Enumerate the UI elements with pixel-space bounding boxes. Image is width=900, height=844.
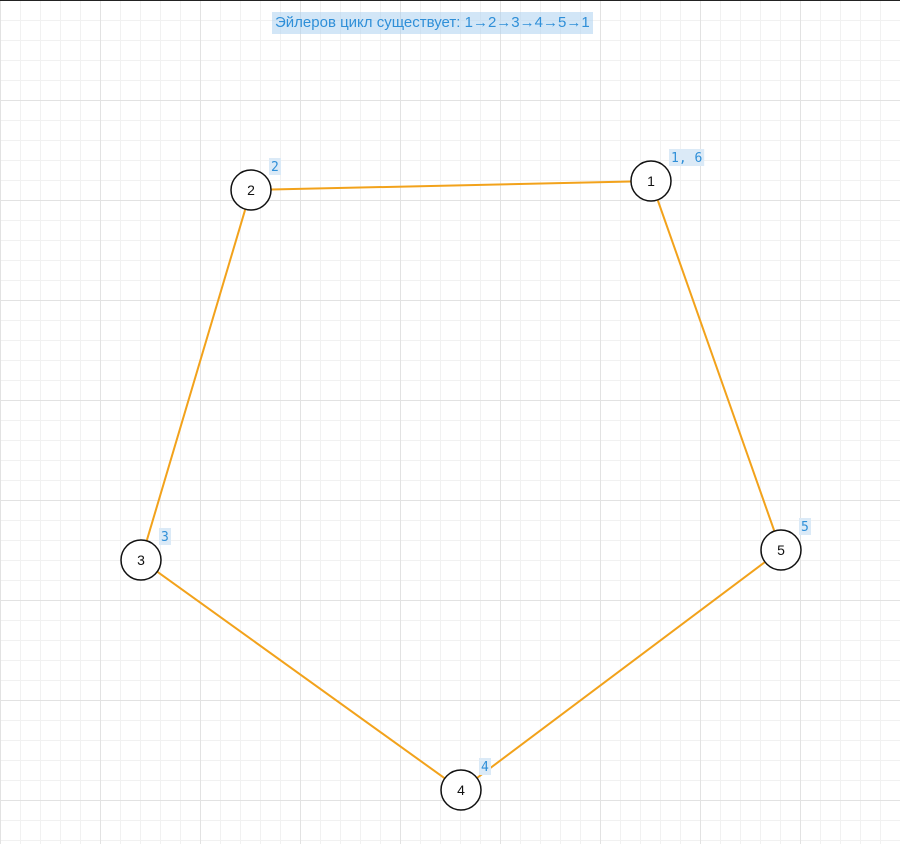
graph-node-2[interactable]: 2 [230,169,272,211]
euler-cycle-status-banner: Эйлеров цикл существует: 1→2→3→4→5→1 [272,12,593,34]
nodes-layer: 1 2 3 4 5 [120,160,802,811]
visit-order-badge-bg [669,149,705,166]
graph-node-label: 5 [777,542,785,558]
edge-2-3[interactable] [145,208,247,542]
visit-order-badge-5: 5 [799,518,811,535]
graph-node-label: 2 [247,182,255,198]
edge-4-5[interactable] [476,561,766,779]
graph-node-circle[interactable] [120,539,162,581]
visit-order-labels-layer: 1, 6 2 3 4 5 [159,149,811,775]
edge-5-1[interactable] [656,199,776,532]
visit-order-label: 5 [801,520,809,535]
edges-layer [145,180,776,780]
graph-node-circle[interactable] [440,769,482,811]
visit-order-label: 4 [481,760,489,775]
graph-node-circle[interactable] [760,529,802,571]
visit-order-badge-bg [269,158,281,175]
graph-node-label: 3 [137,552,145,568]
edge-3-4[interactable] [156,570,446,780]
visit-order-badge-bg [799,518,811,535]
graph-node-3[interactable]: 3 [120,539,162,581]
graph-node-circle[interactable] [630,160,672,202]
graph-node-label: 1 [647,173,655,189]
visit-order-label: 1, 6 [671,151,702,166]
graph-node-1[interactable]: 1 [630,160,672,202]
graph-node-circle[interactable] [230,169,272,211]
visit-order-badge-bg [479,758,491,775]
canvas-top-border [0,0,900,1]
visit-order-badge-2: 2 [269,158,281,175]
graph-node-label: 4 [457,782,465,798]
visit-order-label: 2 [271,160,279,175]
visit-order-badge-1: 1, 6 [669,149,705,166]
graph-node-5[interactable]: 5 [760,529,802,571]
visit-order-badge-bg [159,528,171,545]
visit-order-badge-4: 4 [479,758,491,775]
visit-order-label: 3 [161,530,169,545]
edge-1-2[interactable] [270,180,632,191]
graph-node-4[interactable]: 4 [440,769,482,811]
visit-order-badge-3: 3 [159,528,171,545]
